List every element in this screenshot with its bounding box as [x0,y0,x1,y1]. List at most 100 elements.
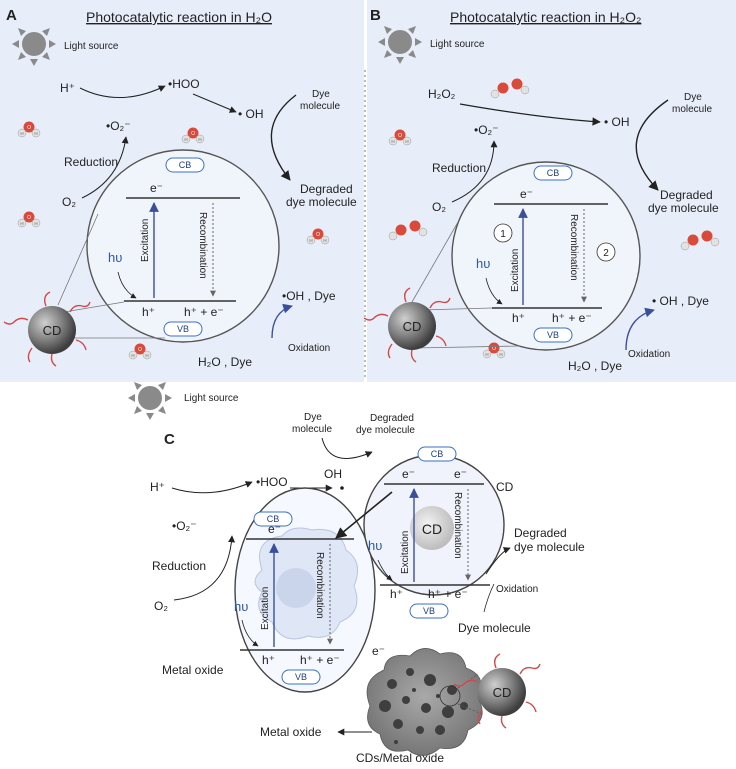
panel-a-oh-dye: •OH , Dye [282,289,336,303]
panel-c-light-source: Light source [184,393,239,404]
panel-b-h2o-dye: H₂O , Dye [568,359,622,373]
svg-text:h⁺: h⁺ [390,587,403,601]
panel-c-metal-oxide-arrow-label: Metal oxide [260,725,322,739]
svg-text:2: 2 [603,248,609,259]
panel-c-oxidation: Oxidation [496,584,538,595]
svg-text:h⁺ + e⁻: h⁺ + e⁻ [300,653,340,667]
panel-a-letter: A [6,7,17,24]
electron-transfer-arrow [335,491,393,539]
svg-text:VB: VB [547,330,559,340]
panel-c-mo-vb-badge [281,669,321,685]
svg-text:CD: CD [493,685,512,700]
panel-c-o2-radical: •O₂⁻ [172,519,197,533]
panel-b-dye-2: molecule [672,104,712,115]
panel-a-degraded-1: Degraded [300,182,353,196]
panel-a-o2-radical: •O₂⁻ [106,119,131,133]
svg-text:e⁻: e⁻ [454,467,467,481]
panel-b-degraded-1: Degraded [660,188,713,202]
panel-c-hoo: •HOO [256,475,288,489]
svg-text:hυ: hυ [368,538,382,553]
svg-text:Recombination: Recombination [314,552,325,619]
svg-text:CB: CB [431,449,444,459]
composite-aggregate-icon [366,648,483,756]
panel-c-degraded-right-2: dye molecule [514,540,585,554]
step-1-marker [493,223,513,243]
panel-c-cd-vb-badge [409,603,449,619]
svg-text:Oxidation: Oxidation [288,343,330,354]
panel-b-h2o2: H₂O₂ [428,87,456,101]
svg-text:h⁺ + e⁻: h⁺ + e⁻ [552,311,592,325]
svg-text:CD: CD [43,323,62,338]
panel-b-o2-radical: •O₂⁻ [474,123,499,137]
panel-a-cb-badge [165,157,205,173]
svg-text:CB: CB [267,514,280,524]
panel-b-o2: O₂ [432,200,446,214]
panel-c-dye-1: Dye [304,412,322,423]
sun-icon [128,382,172,420]
panel-b-reduction: Reduction [432,161,486,175]
panel-a-dye-2: molecule [300,101,340,112]
panel-c-cd-label: CD [496,480,514,494]
panel-c-reduction: Reduction [152,559,206,573]
svg-text:1: 1 [500,229,506,240]
panel-c-cd-cb-badge [417,446,457,462]
svg-text:Recombination: Recombination [568,214,579,281]
svg-text:hυ: hυ [108,250,122,265]
panel-c-mo-cb-badge [253,511,293,527]
svg-text:h⁺: h⁺ [142,305,155,319]
panel-a-reduction: Reduction [64,155,118,169]
panel-a-hoo: •HOO [168,77,200,91]
panel-c-dye-bottom: Dye molecule [458,621,531,635]
svg-text:Oxidation: Oxidation [628,349,670,360]
panel-b-title: Photocatalytic reaction in H₂O₂ [450,9,641,25]
svg-text:VB: VB [295,672,307,682]
svg-text:e⁻: e⁻ [150,181,163,195]
panel-c-o2: O₂ [154,599,168,613]
svg-text:Excitation: Excitation [260,587,271,630]
panel-a-h-plus: H⁺ [60,81,75,95]
panel-b-vb-badge [533,327,573,343]
panel-c-degraded-top-2: dye molecule [356,425,415,436]
svg-text:e⁻: e⁻ [268,522,281,536]
svg-text:hυ: hυ [476,256,490,271]
panel-a-h2o-dye: H₂O , Dye [198,355,252,369]
svg-text:Recombination: Recombination [452,492,463,559]
panel-a-particle [86,149,280,343]
panel-a-title: Photocatalytic reaction in H₂O [86,9,272,25]
panel-b-light-source: Light source [430,39,485,50]
composite-particles [379,668,468,744]
panel-c-degraded-top-1: Degraded [370,413,414,424]
panel-a-oh: • OH [238,107,264,121]
carbon-dot-core-icon [410,506,454,550]
panel-c-free-electron: e⁻ [372,644,385,658]
svg-text:h⁺ + e⁻: h⁺ + e⁻ [184,305,224,319]
panel-b-oh-dye: • OH , Dye [652,294,709,308]
svg-text:e⁻: e⁻ [520,187,533,201]
panel-c-h-plus: H⁺ [150,480,165,494]
panel-a-light-source: Light source [64,41,119,52]
panel-c-dye-2: molecule [292,424,332,435]
panel-b-cb-badge [533,165,573,181]
svg-text:Recombination: Recombination [197,212,208,279]
svg-text:CD: CD [422,521,442,537]
svg-text:Excitation: Excitation [140,219,151,262]
svg-text:h⁺: h⁺ [512,311,525,325]
svg-text:CB: CB [179,160,192,170]
svg-text:e⁻: e⁻ [402,467,415,481]
svg-text:hυ: hυ [234,599,248,614]
panel-b-oh: • OH [604,115,630,129]
svg-text:CB: CB [547,168,560,178]
svg-text:VB: VB [423,606,435,616]
panel-a-dye-1: Dye [312,89,330,100]
panel-a-degraded-2: dye molecule [286,195,357,209]
panel-c-composite-label: CDs/Metal oxide [356,751,444,765]
panel-c-oh: OH [324,467,342,481]
panel-c-letter: C [164,431,175,448]
panel-a-vb-badge [163,321,203,337]
panel-b-degraded-2: dye molecule [648,201,719,215]
panel-c-degraded-right-1: Degraded [514,526,567,540]
svg-text:h⁺: h⁺ [262,653,275,667]
svg-text:Excitation: Excitation [400,531,411,574]
